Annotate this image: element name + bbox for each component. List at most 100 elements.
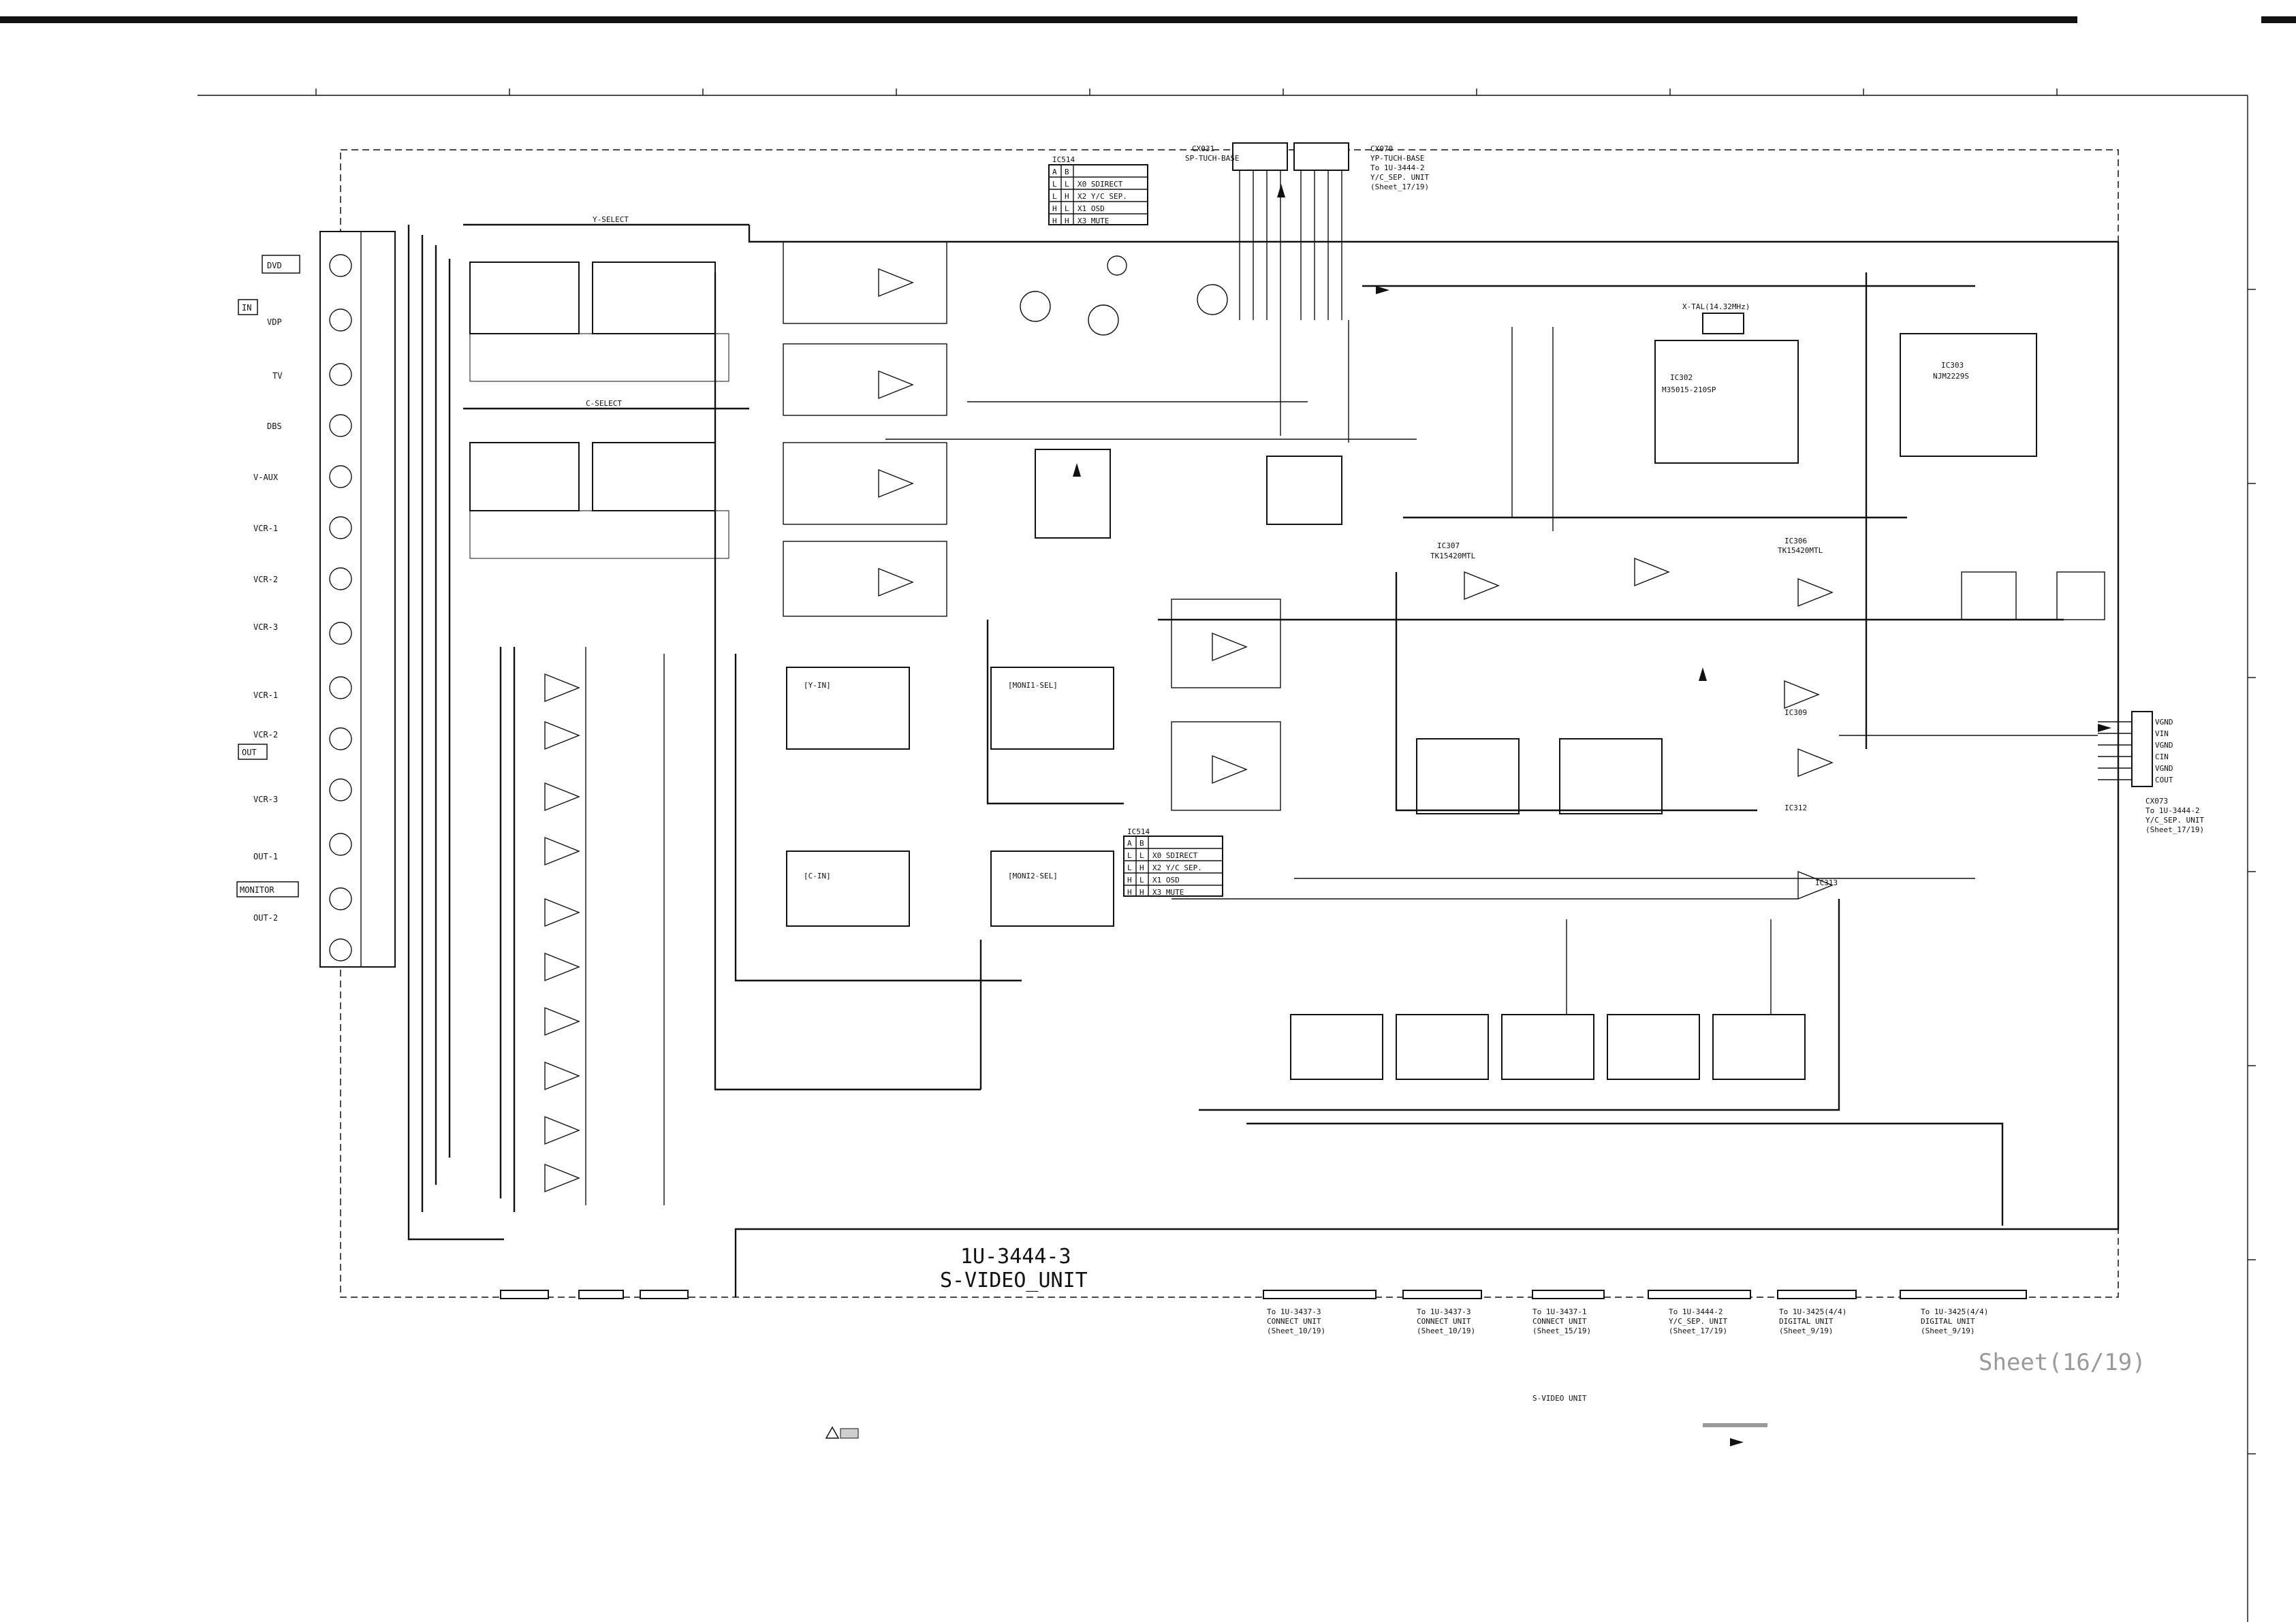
svg-text:To 1U-3437-3: To 1U-3437-3 — [1267, 1307, 1321, 1316]
svg-text:VGND: VGND — [2155, 741, 2173, 750]
warning-legend — [825, 1426, 859, 1439]
tag-out: OUT — [242, 748, 257, 757]
svg-text:CX070: CX070 — [1370, 144, 1393, 153]
svg-text:[C-IN]: [C-IN] — [804, 872, 831, 880]
output-opamp-stack — [544, 647, 665, 1205]
svg-text:SP-TUCH-BASE: SP-TUCH-BASE — [1185, 154, 1239, 163]
svg-text:(Sheet_10/19): (Sheet_10/19) — [1417, 1326, 1475, 1335]
svg-text:(Sheet_15/19): (Sheet_15/19) — [1532, 1326, 1591, 1335]
label-vcr-2-out: VCR-2 — [253, 730, 278, 740]
svg-text:IC303: IC303 — [1941, 361, 1964, 370]
svg-text:CX073: CX073 — [2145, 797, 2168, 806]
connector-cx031: CX031 SP-TUCH-BASE — [1185, 142, 1288, 320]
svg-text:A: A — [1052, 168, 1057, 176]
label-vcr-1-out: VCR-1 — [253, 690, 278, 700]
svg-text:X0 SDIRECT: X0 SDIRECT — [1078, 180, 1123, 189]
svg-text:CIN: CIN — [2155, 752, 2169, 761]
svg-text:H: H — [1065, 192, 1069, 201]
svg-text:To 1U-3437-1: To 1U-3437-1 — [1532, 1307, 1586, 1316]
top-rule — [0, 16, 2077, 23]
svg-text:L: L — [1139, 876, 1144, 885]
svg-text:L: L — [1065, 180, 1069, 189]
board-name: S-VIDEO_UNIT — [940, 1269, 1088, 1292]
svg-text:H: H — [1127, 876, 1132, 885]
svg-text:To 1U-3437-3: To 1U-3437-3 — [1417, 1307, 1471, 1316]
svg-text:H: H — [1127, 888, 1132, 897]
svg-text:X2 Y/C SEP.: X2 Y/C SEP. — [1152, 863, 1202, 872]
svg-text:M35015-210SP: M35015-210SP — [1662, 385, 1716, 394]
arrows — [1073, 184, 2111, 1446]
svg-text:To 1U-3425(4/4): To 1U-3425(4/4) — [1779, 1307, 1846, 1316]
svg-text:L: L — [1065, 204, 1069, 213]
svg-text:COUT: COUT — [2155, 776, 2173, 784]
svg-text:(Sheet_9/19): (Sheet_9/19) — [1779, 1326, 1833, 1335]
svg-text:IC514: IC514 — [1052, 155, 1075, 164]
svg-text:TK15420MTL: TK15420MTL — [1430, 552, 1476, 560]
svg-text:L: L — [1127, 851, 1132, 860]
label-out-1: OUT-1 — [253, 852, 278, 861]
mux-ics: [Y-IN] [MONI1-SEL] [C-IN] [MONI2-SEL] — [786, 449, 1342, 927]
svg-text:IC306: IC306 — [1784, 537, 1807, 545]
svg-text:A: A — [1127, 839, 1132, 848]
svg-text:(Sheet_9/19): (Sheet_9/19) — [1921, 1326, 1975, 1335]
mid-right-mux — [1416, 738, 1663, 814]
bottom-connector-labels: To 1U-3437-3 CONNECT UNIT (Sheet_10/19) … — [1267, 1307, 1988, 1335]
top-rule-right — [2261, 16, 2296, 23]
svg-text:Y/C_SEP. UNIT: Y/C_SEP. UNIT — [1370, 173, 1429, 182]
svg-text:[Y-IN]: [Y-IN] — [804, 681, 831, 690]
svg-text:B: B — [1065, 168, 1069, 176]
label-vcr-3-out: VCR-3 — [253, 795, 278, 804]
decoder-region: IC302 M35015-210SP X-TAL(14.32MHz) IC303… — [1654, 302, 2037, 464]
svg-text:X0 SDIRECT: X0 SDIRECT — [1152, 851, 1198, 860]
lower-mux-row — [1290, 1014, 1806, 1080]
svg-text:IC313: IC313 — [1815, 878, 1838, 887]
svg-text:X-TAL(14.32MHz): X-TAL(14.32MHz) — [1682, 302, 1750, 311]
svg-text:Y/C_SEP. UNIT: Y/C_SEP. UNIT — [1669, 1317, 1727, 1326]
center-opamps — [1171, 599, 1281, 811]
frame-ticks — [315, 89, 2256, 1454]
svg-text:X3 MUTE: X3 MUTE — [1078, 217, 1109, 225]
tag-in: IN — [242, 303, 251, 313]
svg-text:X1 OSD: X1 OSD — [1152, 876, 1180, 885]
svg-text:L: L — [1052, 180, 1057, 189]
svg-text:VGND: VGND — [2155, 764, 2173, 773]
svg-text:NJM2229S: NJM2229S — [1933, 372, 1969, 381]
sheet-label: Sheet(16/19) — [1979, 1349, 2146, 1376]
svg-text:(Sheet_17/19): (Sheet_17/19) — [1370, 182, 1429, 191]
svg-text:CONNECT UNIT: CONNECT UNIT — [1532, 1317, 1587, 1326]
input-labels: DVD VDP TV DBS V-AUX VCR-1 VCR-2 VCR-3 I… — [238, 255, 300, 632]
svg-text:H: H — [1139, 863, 1144, 872]
svg-text:CONNECT UNIT: CONNECT UNIT — [1417, 1317, 1471, 1326]
svg-text:IC312: IC312 — [1784, 804, 1807, 812]
svg-text:(Sheet_10/19): (Sheet_10/19) — [1267, 1326, 1325, 1335]
right-opamps — [1464, 557, 2105, 900]
svg-text:X3 MUTE: X3 MUTE — [1152, 888, 1184, 897]
y-select-block: Y-SELECT — [463, 215, 749, 382]
board-part-number: 1U-3444-3 — [960, 1245, 1071, 1269]
svg-text:H: H — [1052, 217, 1057, 225]
right-ic-labels: IC307 TK15420MTL IC306 TK15420MTL IC309 … — [1430, 537, 1838, 887]
svg-text:VIN: VIN — [2155, 729, 2169, 738]
svg-text:CONNECT UNIT: CONNECT UNIT — [1267, 1317, 1321, 1326]
label-vcr-1-in: VCR-1 — [253, 524, 278, 533]
svg-text:B: B — [1139, 839, 1144, 848]
svg-text:IC309: IC309 — [1784, 708, 1807, 717]
svg-text:YP-TUCH-BASE: YP-TUCH-BASE — [1370, 154, 1424, 163]
footer-unit-label: S-VIDEO UNIT — [1532, 1394, 1587, 1403]
svg-text:L: L — [1052, 192, 1057, 201]
label-tv: TV — [272, 371, 282, 381]
input-jack-block — [319, 231, 396, 968]
svg-text:(Sheet_17/19): (Sheet_17/19) — [1669, 1326, 1727, 1335]
grey-legend-bar — [1703, 1423, 1767, 1427]
top-opamps — [783, 241, 947, 617]
svg-text:[MONI1-SEL]: [MONI1-SEL] — [1008, 681, 1058, 690]
connector-cx070: CX070 YP-TUCH-BASE To 1U-3444-2 Y/C_SEP.… — [1293, 142, 1429, 320]
c-select-label: C-SELECT — [586, 399, 622, 408]
label-dbs: DBS — [267, 422, 282, 431]
svg-text:VGND: VGND — [2155, 718, 2173, 727]
c-select-block: C-SELECT — [463, 399, 749, 559]
svg-text:X2 Y/C SEP.: X2 Y/C SEP. — [1078, 192, 1127, 201]
label-v-aux: V-AUX — [253, 473, 279, 482]
